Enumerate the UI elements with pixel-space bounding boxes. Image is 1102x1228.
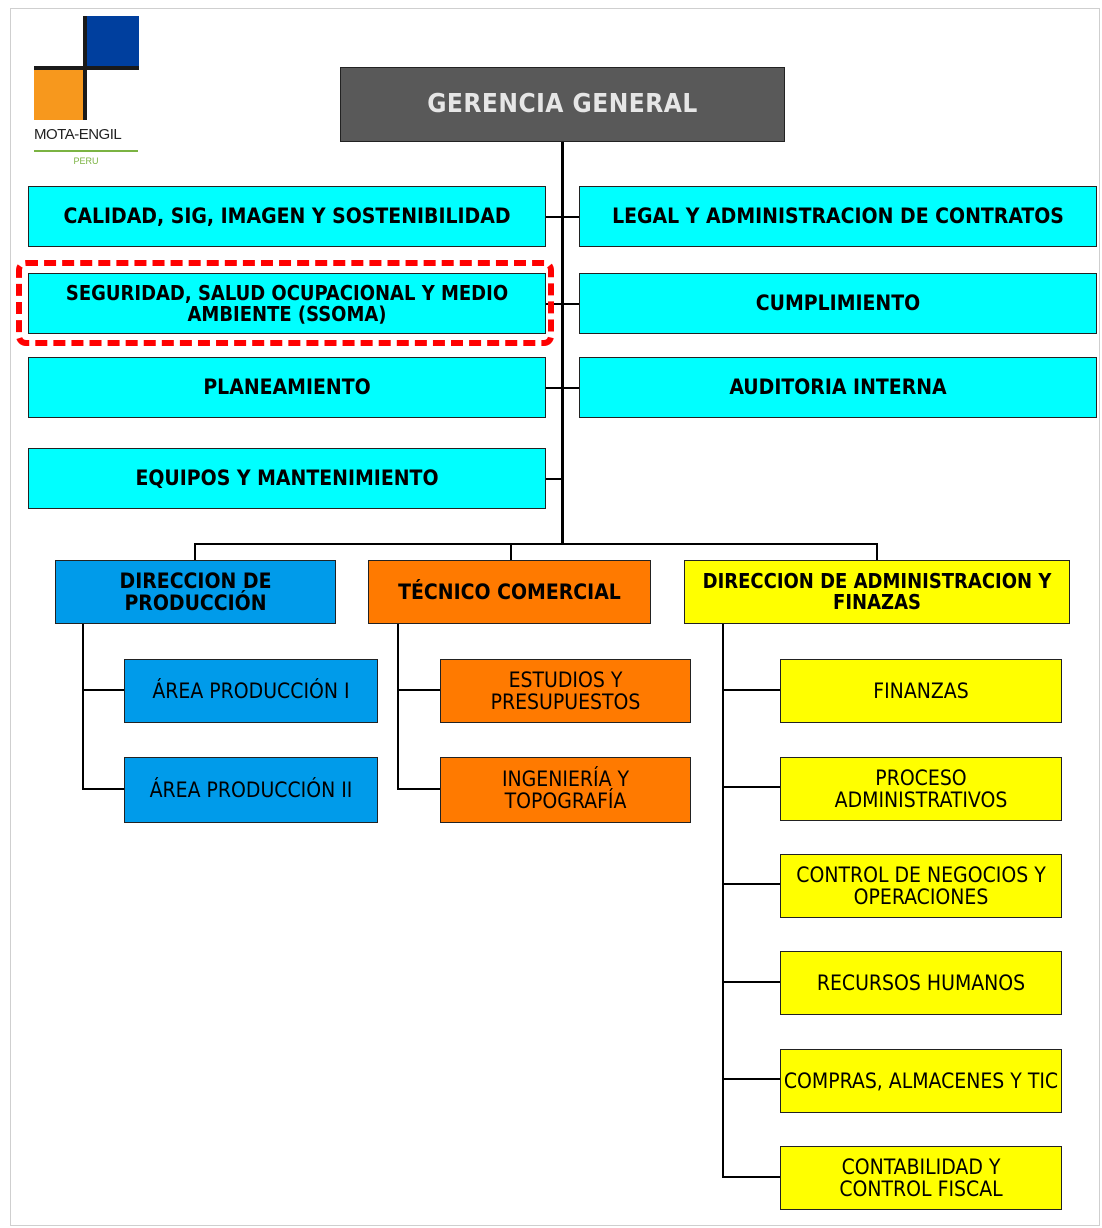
admin-proceso-box: PROCESO ADMINISTRATIVOS <box>780 757 1062 821</box>
division-bus <box>194 543 878 545</box>
staff-connector-left-3 <box>545 387 562 389</box>
admin-finanzas-box: FINANZAS <box>780 659 1062 723</box>
main-trunk <box>561 140 564 545</box>
drop-tecnico <box>510 543 512 561</box>
produccion-branch-1 <box>82 689 124 691</box>
administracion-branch-2 <box>722 786 780 788</box>
produccion-spine <box>82 622 84 790</box>
logo-orange-square <box>34 68 85 120</box>
logo-blue-square <box>85 16 139 68</box>
tecnico-branch-2 <box>397 788 440 790</box>
admin-control-box: CONTROL DE NEGOCIOS Y OPERACIONES <box>780 854 1062 918</box>
admin-contabilidad-box: CONTABILIDAD Y CONTROL FISCAL <box>780 1146 1062 1210</box>
tecnico-ingenieria-box: INGENIERÍA Y TOPOGRAFÍA <box>440 757 691 823</box>
staff-legal-box: LEGAL Y ADMINISTRACION DE CONTRATOS <box>579 186 1097 247</box>
staff-cumplimiento-box: CUMPLIMIENTO <box>579 273 1097 334</box>
diagram-frame <box>10 8 1100 1226</box>
tecnico-branch-1 <box>397 689 440 691</box>
division-tecnico-box: TÉCNICO COMERCIAL <box>368 560 651 624</box>
admin-compras-box: COMPRAS, ALMACENES Y TIC <box>780 1049 1062 1113</box>
staff-auditoria-box: AUDITORIA INTERNA <box>579 357 1097 418</box>
administracion-branch-4 <box>722 981 780 983</box>
administracion-branch-3 <box>722 883 780 885</box>
staff-equipos-box: EQUIPOS Y MANTENIMIENTO <box>28 448 546 509</box>
produccion-branch-2 <box>82 788 124 790</box>
staff-connector-right-2 <box>563 303 580 305</box>
division-administracion-box: DIRECCION DE ADMINISTRACION Y FINAZAS <box>684 560 1070 624</box>
admin-recursos-box: RECURSOS HUMANOS <box>780 951 1062 1015</box>
staff-planeamiento-box: PLANEAMIENTO <box>28 357 546 418</box>
staff-ssoma-box: SEGURIDAD, SALUD OCUPACIONAL Y MEDIO AMB… <box>28 273 546 334</box>
staff-connector-left-4 <box>545 478 562 480</box>
ssoma-highlight <box>16 260 554 346</box>
produccion-area-1-box: ÁREA PRODUCCIÓN I <box>124 659 378 723</box>
gerencia-general-box: GERENCIA GENERAL <box>340 67 785 142</box>
logo-name: MOTA-ENGIL <box>34 126 122 143</box>
company-logo: MOTA-ENGIL PERU <box>34 16 144 166</box>
administracion-branch-1 <box>722 689 780 691</box>
drop-administracion <box>876 543 878 561</box>
tecnico-estudios-box: ESTUDIOS Y PRESUPUESTOS <box>440 659 691 723</box>
administracion-branch-6 <box>722 1176 780 1178</box>
administracion-spine <box>722 622 724 1178</box>
produccion-area-2-box: ÁREA PRODUCCIÓN II <box>124 757 378 823</box>
tecnico-spine <box>397 622 399 790</box>
staff-calidad-box: CALIDAD, SIG, IMAGEN Y SOSTENIBILIDAD <box>28 186 546 247</box>
staff-connector-left-1 <box>545 216 562 218</box>
drop-produccion <box>194 543 196 561</box>
administracion-branch-5 <box>722 1078 780 1080</box>
division-produccion-box: DIRECCION DE PRODUCCIÓN <box>55 560 336 624</box>
logo-horizontal-bar <box>34 66 139 70</box>
logo-rule <box>34 150 138 152</box>
staff-connector-right-1 <box>563 216 580 218</box>
logo-country: PERU <box>73 156 99 166</box>
staff-connector-right-3 <box>563 387 580 389</box>
